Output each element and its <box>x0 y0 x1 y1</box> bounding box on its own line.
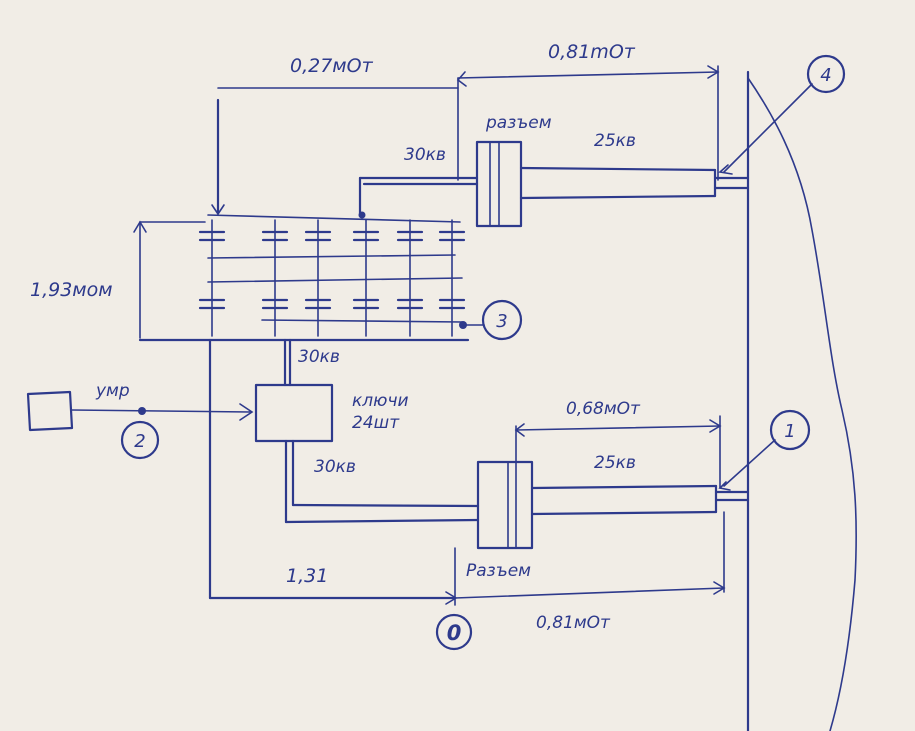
node-0-label: 0 <box>447 621 462 645</box>
key-block <box>254 338 480 524</box>
node-3: 3 <box>481 299 523 341</box>
key-upper-voltage: 30кв <box>298 347 340 367</box>
control-source <box>26 390 254 432</box>
top-left-dimension-label: 0,27мОт <box>290 55 374 77</box>
top-right-dimension-label: 0,81mOт <box>548 41 636 63</box>
bottom-connector <box>476 439 776 550</box>
top-connector-label: разъем <box>485 113 552 133</box>
left-dimension <box>133 220 206 339</box>
top-cable-voltage: 25кв <box>594 131 636 151</box>
top-connector-voltage: 30кв <box>404 145 446 165</box>
mid-right-dimension-label: 0,68мОт <box>566 399 641 419</box>
key-lower-voltage: 30кв <box>314 457 356 477</box>
top-connector <box>358 83 813 228</box>
left-dimension-label: 1,93мом <box>30 279 113 301</box>
bottom-connector-label: Разъем <box>466 561 531 581</box>
node-3-label: 3 <box>496 311 507 332</box>
key-label-line1: ключи <box>352 391 409 411</box>
top-dimension <box>217 65 720 181</box>
capacitor-bank <box>138 214 485 342</box>
control-label: умр <box>95 381 130 401</box>
bottom-left-dimension-label: 1,31 <box>286 565 328 587</box>
left-bus <box>208 98 458 605</box>
node-2-label: 2 <box>134 431 145 452</box>
node-2: 2 <box>120 420 160 460</box>
bottom-cable-voltage: 25кв <box>594 453 636 473</box>
node-1-label: 1 <box>784 421 795 442</box>
node-0: 0 <box>435 613 473 651</box>
bottom-right-dimension-label: 0,81мОт <box>536 613 611 633</box>
bottom-right-dimension <box>454 511 726 606</box>
node-4: 4 <box>806 54 846 94</box>
target-plate <box>746 70 857 731</box>
mid-right-dimension <box>514 415 722 489</box>
node-1: 1 <box>769 409 811 451</box>
node-4-label: 4 <box>820 65 831 86</box>
key-label-line2: 24шт <box>352 413 400 433</box>
